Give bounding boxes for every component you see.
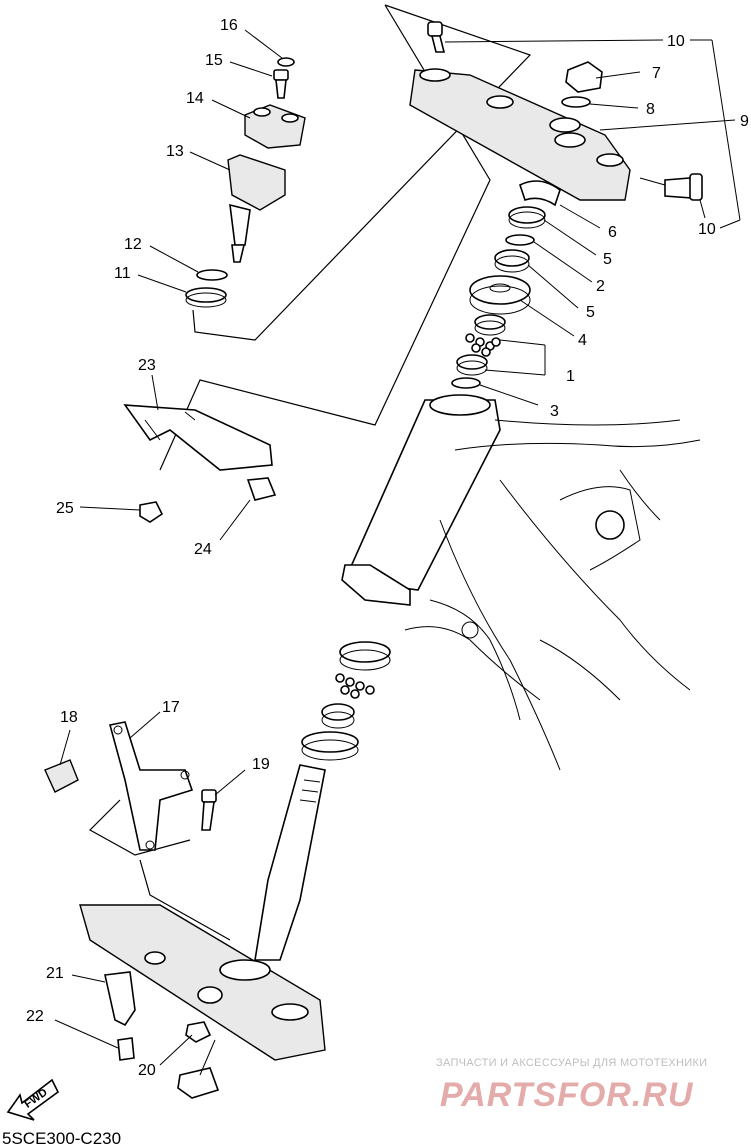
- callout-9: 9: [740, 113, 749, 130]
- bearing-1-upper: [456, 314, 506, 376]
- callout-11: 11: [114, 265, 131, 282]
- callout-1: 1: [566, 368, 575, 385]
- cap-16: [277, 57, 295, 67]
- dust-seal-3: [451, 377, 481, 389]
- under-bracket: [79, 904, 326, 1061]
- callout-20: 20: [138, 1062, 156, 1079]
- washer-12: [196, 269, 228, 281]
- callout-23: 23: [138, 357, 156, 374]
- callout-5a: 5: [603, 251, 612, 268]
- callout-4: 4: [578, 332, 587, 349]
- callout-24: 24: [194, 541, 212, 558]
- bracket-17: [109, 721, 194, 851]
- fwd-arrow-icon: FWD: [6, 1078, 60, 1121]
- leader-lines: [54, 29, 741, 1076]
- bearing-cover-4: [469, 275, 531, 315]
- callout-22: 22: [26, 1008, 44, 1025]
- callout-14: 14: [186, 90, 204, 107]
- callout-5b: 5: [586, 304, 595, 321]
- callout-21: 21: [46, 965, 64, 982]
- rubber-18: [44, 759, 79, 793]
- holder-upper-14: [244, 104, 306, 149]
- frame-head-pipe: [341, 394, 701, 771]
- lock-washer-6: [519, 180, 561, 207]
- assembly-outline-lower: [89, 799, 231, 941]
- steering-stem: [254, 764, 326, 961]
- watermark-logo: PARTSFOR.RU: [440, 1076, 694, 1114]
- callout-19: 19: [252, 756, 270, 773]
- nut-7: [565, 61, 603, 93]
- washer-8: [561, 96, 591, 108]
- diagram-code: 5SCE300-C230: [2, 1129, 121, 1148]
- callout-10a: 10: [667, 33, 685, 50]
- watermark: ЗАПЧАСТИ И АКСЕССУАРЫ ДЛЯ МОТОТЕХНИКИ PA…: [436, 1057, 707, 1114]
- damper-11: [185, 287, 227, 308]
- nut-20: [177, 1021, 220, 1099]
- bracket-21: [104, 971, 136, 1027]
- callout-15: 15: [205, 52, 223, 69]
- bolt-22: [117, 1037, 135, 1061]
- holder-lower-13: [227, 154, 286, 263]
- clamp-24: [246, 477, 277, 501]
- bolt-15: [273, 69, 289, 99]
- upper-bracket: [409, 68, 631, 201]
- watermark-tagline: ЗАПЧАСТИ И АКСЕССУАРЫ ДЛЯ МОТОТЕХНИКИ: [436, 1057, 707, 1069]
- nut-25: [139, 501, 164, 523]
- ring-nut-5-upper: [508, 206, 546, 229]
- callout-25: 25: [56, 500, 74, 517]
- callout-3: 3: [550, 403, 559, 420]
- bolt-10-top: [427, 21, 446, 53]
- callout-6: 6: [608, 224, 617, 241]
- callout-16: 16: [220, 17, 238, 34]
- callout-labels: 16 15 14 13 12 11 10 7 8 9 10 6 5 2 5 4 …: [26, 17, 749, 1079]
- bolt-19: [201, 789, 217, 831]
- callout-18: 18: [60, 709, 78, 726]
- callout-8: 8: [646, 101, 655, 118]
- callout-17: 17: [162, 699, 180, 716]
- callout-12: 12: [124, 236, 142, 253]
- callout-2: 2: [596, 278, 605, 295]
- cable-guide-23: [123, 404, 273, 471]
- callout-7: 7: [652, 65, 661, 82]
- callout-13: 13: [166, 143, 184, 160]
- lower-bearing-parts: [301, 641, 391, 761]
- callout-10b: 10: [698, 221, 716, 238]
- washer-2: [505, 234, 535, 246]
- ring-nut-5-lower: [494, 249, 530, 273]
- bolt-10-side: [664, 173, 703, 201]
